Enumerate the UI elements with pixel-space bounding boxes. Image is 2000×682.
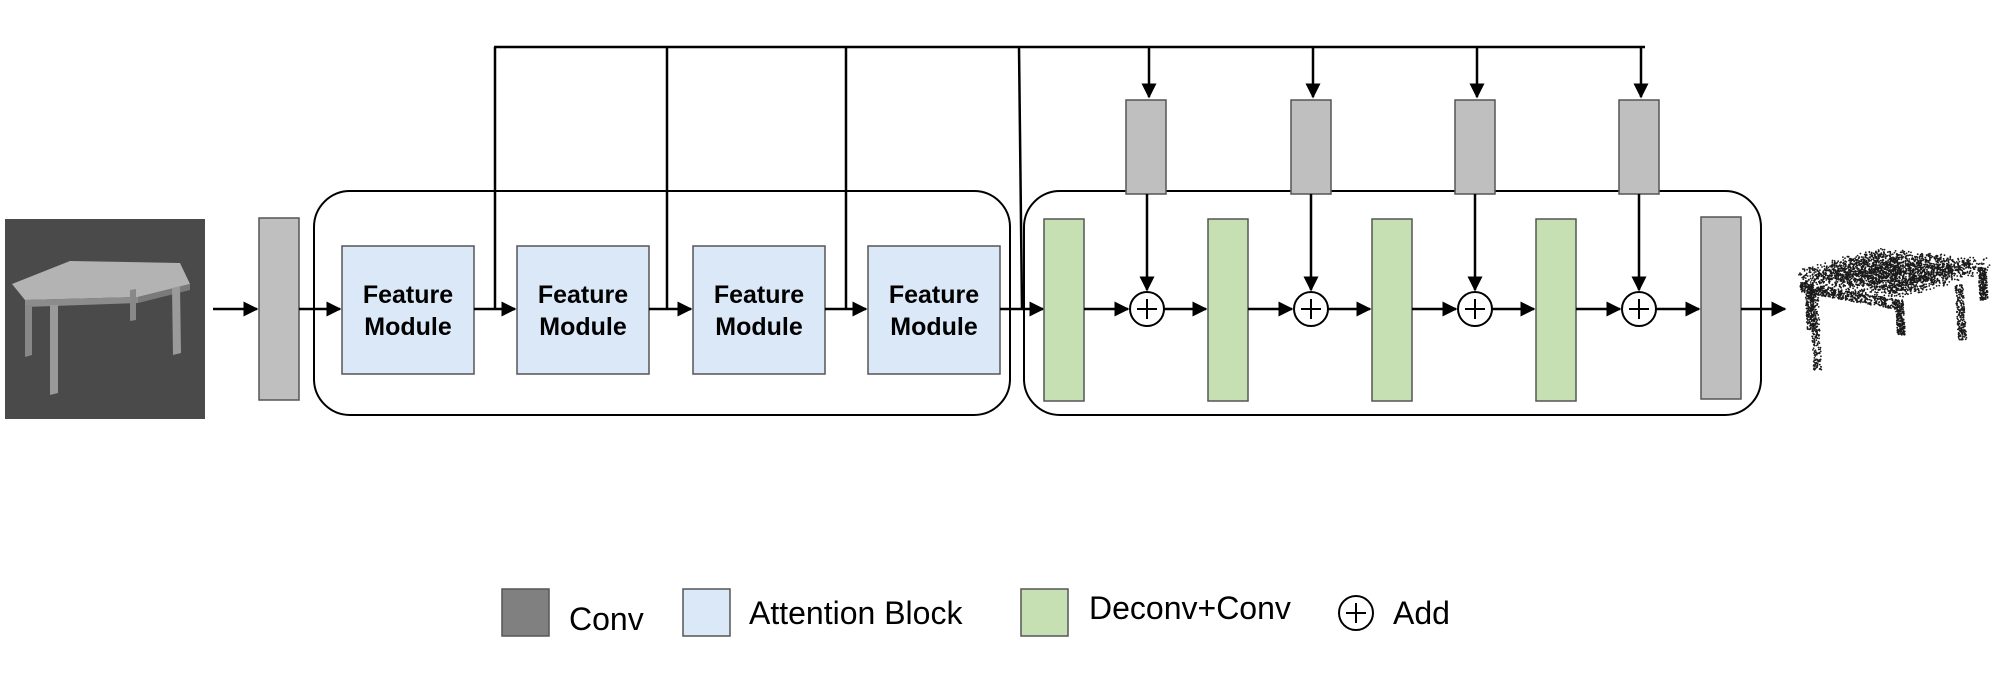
legend-conv-swatch bbox=[501, 588, 550, 637]
feature-module-1: Feature Module bbox=[341, 245, 475, 375]
legend-add-label: Add bbox=[1393, 595, 1450, 631]
feature-module-box bbox=[516, 245, 650, 375]
feature-module-label-line1: Feature bbox=[714, 281, 804, 309]
input-image-background bbox=[5, 219, 205, 419]
feature-module-label-line2: Module bbox=[890, 313, 978, 341]
legend-conv-label: Conv bbox=[569, 601, 644, 637]
add-node-1 bbox=[1129, 291, 1165, 327]
feature-module-4: Feature Module bbox=[867, 245, 1001, 375]
skip-connections bbox=[493, 45, 1645, 310]
legend: Conv Attention Block Deconv+Conv Add bbox=[501, 588, 1450, 637]
side-conv-block-3 bbox=[1454, 99, 1496, 195]
feature-module-label-line2: Module bbox=[364, 313, 452, 341]
feature-module-label-line1: Feature bbox=[363, 281, 453, 309]
feature-module-label-line2: Module bbox=[539, 313, 627, 341]
encoder-container bbox=[313, 190, 1011, 416]
deconv-block-3 bbox=[1371, 218, 1413, 402]
legend-deconv-swatch bbox=[1020, 588, 1069, 637]
table-render-icon bbox=[12, 261, 190, 395]
legend-attention-swatch bbox=[682, 588, 731, 637]
skip-tap-4 bbox=[1017, 46, 1024, 310]
conv-block-output bbox=[1700, 216, 1742, 400]
feature-module-box bbox=[341, 245, 475, 375]
input-table-image bbox=[5, 219, 205, 419]
feature-module-label-line1: Feature bbox=[889, 281, 979, 309]
decoder-container bbox=[1023, 190, 1762, 416]
deconv-block-2 bbox=[1207, 218, 1249, 402]
legend-attention-label: Attention Block bbox=[749, 595, 963, 631]
deconv-block-1 bbox=[1043, 218, 1085, 402]
conv-block-input bbox=[258, 217, 300, 401]
point-cloud-icon bbox=[1798, 247, 1991, 371]
side-conv-block-1 bbox=[1125, 99, 1167, 195]
feature-module-label-line1: Feature bbox=[538, 281, 628, 309]
legend-deconv-label: Deconv+Conv bbox=[1089, 590, 1291, 626]
add-node-3 bbox=[1457, 291, 1493, 327]
feature-module-box bbox=[692, 245, 826, 375]
deconv-block-4 bbox=[1535, 218, 1577, 402]
feature-module-3: Feature Module bbox=[692, 245, 826, 375]
add-node-4 bbox=[1621, 291, 1657, 327]
add-node-2 bbox=[1293, 291, 1329, 327]
feature-module-2: Feature Module bbox=[516, 245, 650, 375]
side-conv-block-4 bbox=[1618, 99, 1660, 195]
side-conv-block-2 bbox=[1290, 99, 1332, 195]
feature-module-label-line2: Module bbox=[715, 313, 803, 341]
legend-add-symbol bbox=[1338, 595, 1374, 631]
feature-module-box bbox=[867, 245, 1001, 375]
